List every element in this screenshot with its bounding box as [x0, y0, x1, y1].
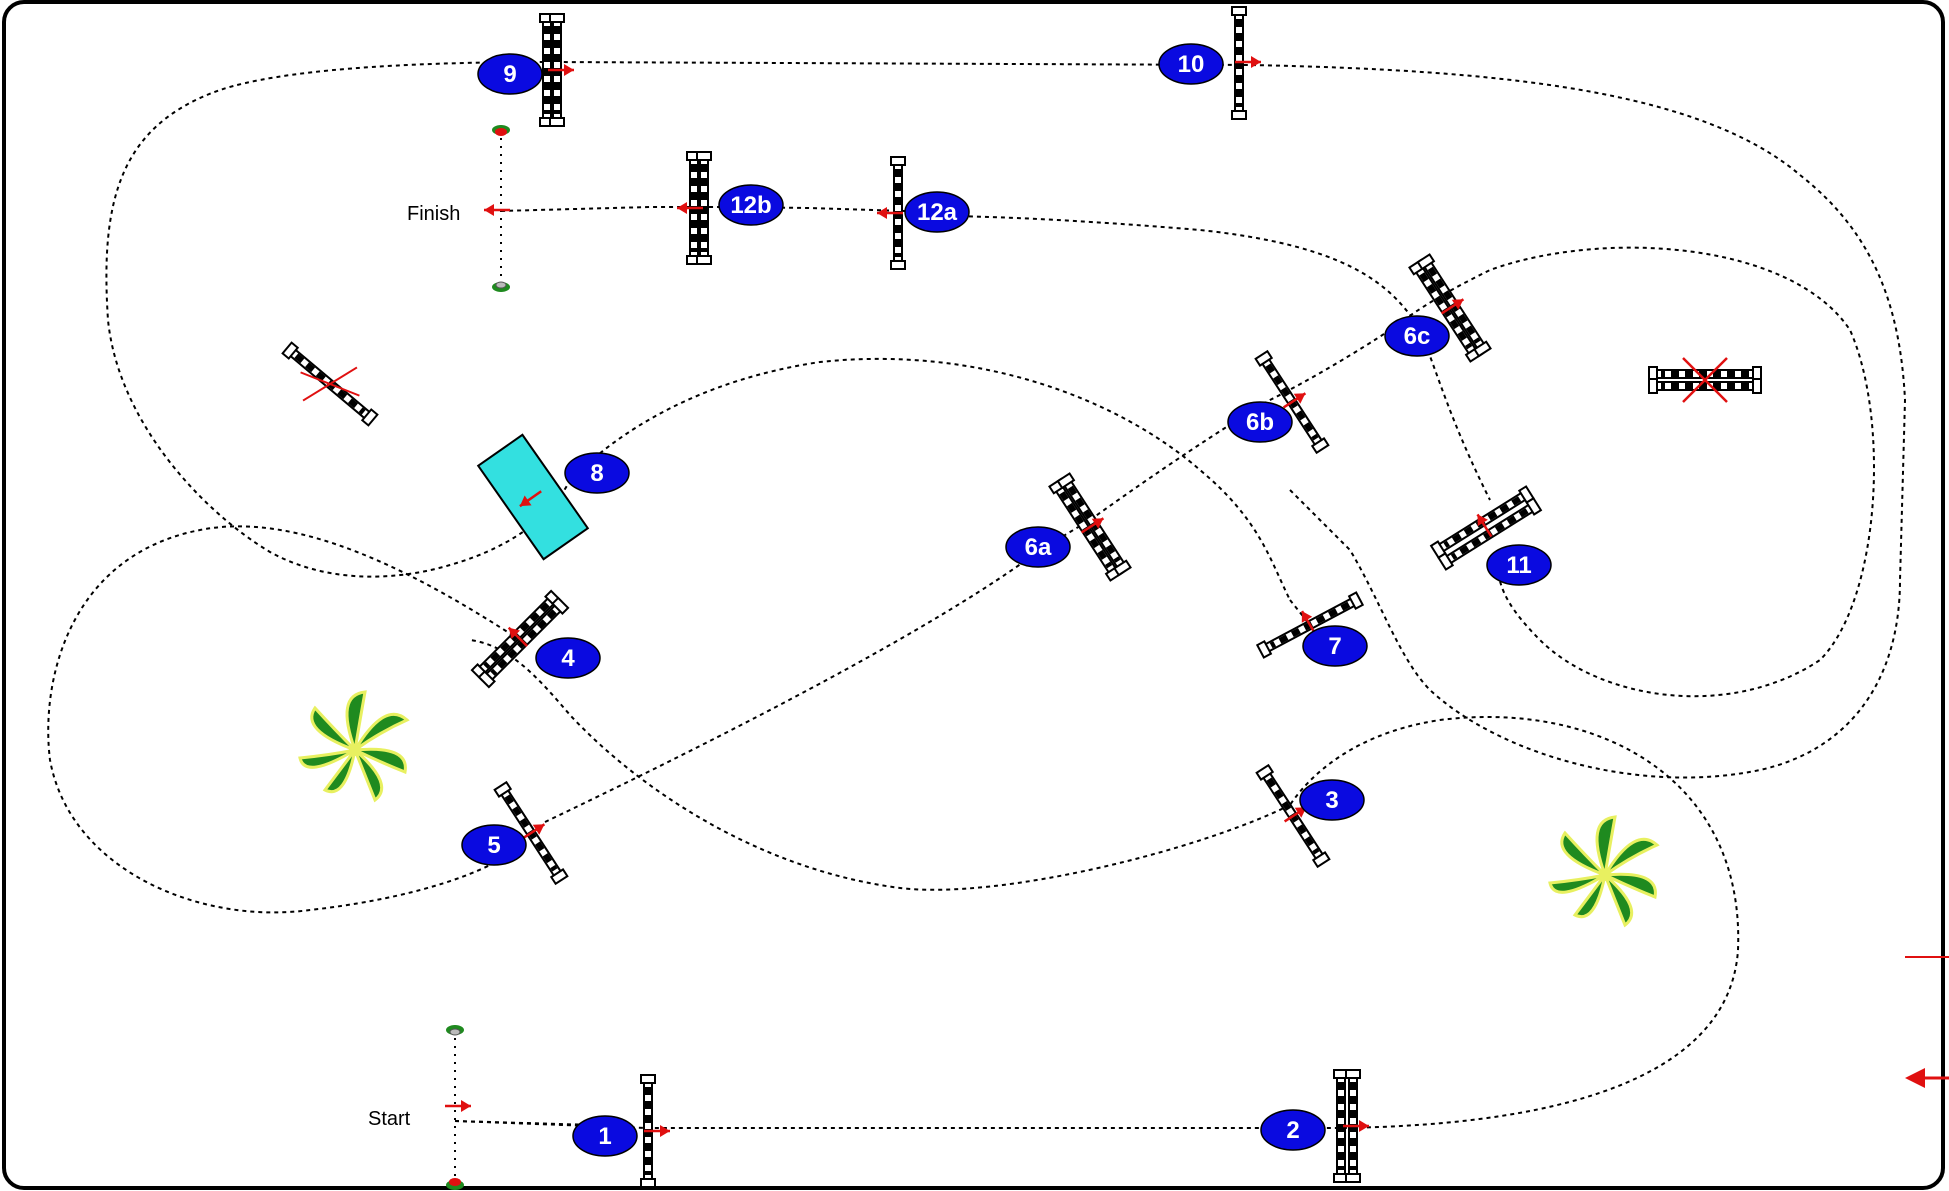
flag-icon	[446, 1025, 464, 1036]
svg-text:4: 4	[561, 645, 575, 672]
svg-text:11: 11	[1506, 552, 1531, 579]
unused-fence	[268, 325, 392, 443]
svg-text:12a: 12a	[917, 199, 958, 226]
marker-6c: 6c	[1384, 315, 1450, 357]
marker-8: 8	[564, 452, 630, 494]
flag-icon	[492, 281, 510, 292]
marker-12a: 12a	[904, 191, 970, 233]
finish-line: Finish	[407, 125, 512, 292]
start-line: Start	[368, 1025, 473, 1190]
marker-2: 2	[1260, 1109, 1326, 1151]
svg-text:2: 2	[1286, 1117, 1299, 1144]
marker-7: 7	[1302, 625, 1368, 667]
marker-1: 1	[572, 1115, 638, 1157]
marker-11: 11	[1486, 544, 1552, 586]
marker-6b: 6b	[1227, 401, 1293, 443]
start-label: Start	[368, 1108, 411, 1130]
svg-text:9: 9	[503, 61, 516, 88]
marker-10: 10	[1158, 43, 1224, 85]
svg-text:1: 1	[598, 1123, 611, 1150]
marker-3: 3	[1299, 779, 1365, 821]
marker-4: 4	[535, 637, 601, 679]
svg-text:6b: 6b	[1246, 409, 1274, 436]
arrow-icon	[1905, 956, 1949, 1088]
flag-icon	[446, 1178, 464, 1190]
svg-text:5: 5	[487, 832, 500, 859]
marker-12b: 12b	[718, 184, 784, 226]
svg-text:6c: 6c	[1404, 323, 1431, 350]
marker-6a: 6a	[1005, 526, 1071, 568]
finish-label: Finish	[407, 203, 460, 225]
marker-9: 9	[477, 53, 543, 95]
svg-text:10: 10	[1178, 51, 1205, 78]
svg-text:12b: 12b	[730, 192, 771, 219]
unused-fence	[1649, 357, 1761, 403]
course-path	[47, 60, 1907, 1129]
svg-text:6a: 6a	[1025, 534, 1052, 561]
marker-5: 5	[461, 824, 527, 866]
svg-text:8: 8	[590, 460, 603, 487]
svg-text:3: 3	[1325, 787, 1338, 814]
flag-icon	[492, 125, 510, 136]
svg-text:7: 7	[1328, 633, 1341, 660]
